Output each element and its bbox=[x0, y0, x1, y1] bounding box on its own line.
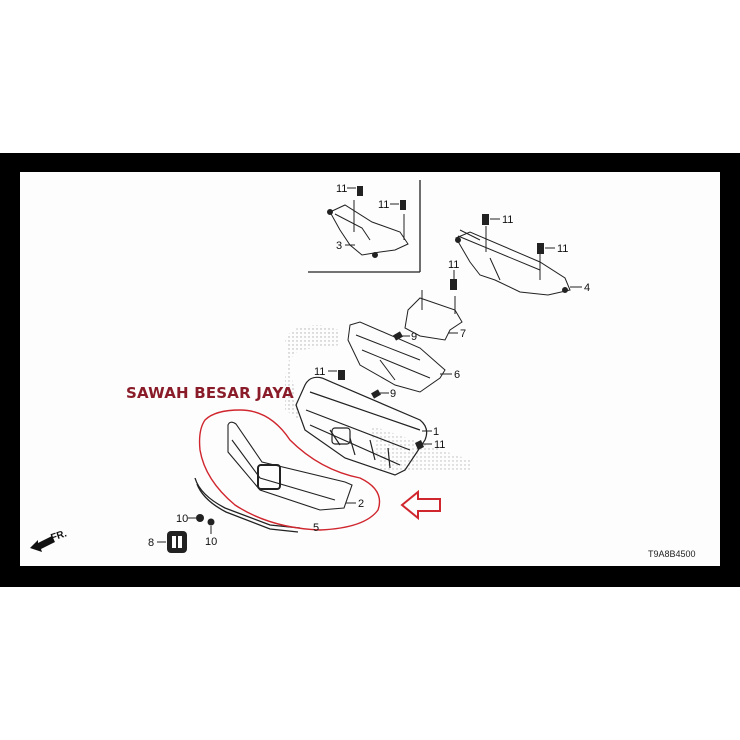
part-7-bracket bbox=[404, 290, 463, 341]
callout-11: 11 bbox=[336, 183, 347, 195]
part-8-emblem bbox=[167, 531, 187, 553]
part-2-grille-cover bbox=[227, 421, 353, 511]
callout-9: 9 bbox=[390, 388, 396, 400]
part-10-clip bbox=[196, 514, 204, 522]
watermark-text: SAWAH BESAR JAYA bbox=[126, 384, 294, 402]
arrow-left-icon bbox=[400, 489, 441, 521]
callout-10: 10 bbox=[205, 536, 217, 548]
callout-7: 7 bbox=[460, 328, 466, 340]
part-3-bracket bbox=[327, 200, 409, 258]
part-6-cover bbox=[347, 321, 446, 393]
callout-8: 8 bbox=[148, 537, 154, 549]
drawing-code: T9A8B4500 bbox=[648, 549, 696, 559]
part-10-clip bbox=[207, 518, 215, 526]
callout-3: 3 bbox=[336, 240, 342, 252]
diagram-panel bbox=[20, 172, 720, 566]
callout-1: 1 bbox=[433, 426, 439, 438]
front-label: FR. bbox=[50, 528, 69, 544]
callout-11: 11 bbox=[378, 199, 389, 211]
callout-10: 10 bbox=[176, 513, 188, 525]
callout-11: 11 bbox=[434, 439, 445, 451]
bolt-icon bbox=[357, 186, 406, 210]
part-1-grille bbox=[295, 376, 428, 476]
callout-5: 5 bbox=[313, 522, 319, 534]
callout-11: 11 bbox=[314, 366, 325, 378]
inset-box bbox=[308, 180, 421, 273]
callout-4: 4 bbox=[584, 282, 590, 294]
front-direction-icon bbox=[30, 536, 55, 552]
callout-9: 9 bbox=[411, 331, 417, 343]
callout-11: 11 bbox=[502, 214, 513, 226]
callout-11: 11 bbox=[557, 243, 568, 255]
callout-6: 6 bbox=[454, 369, 460, 381]
callout-11: 11 bbox=[448, 259, 459, 271]
part-5-molding bbox=[194, 477, 301, 533]
part-4-bracket bbox=[455, 226, 571, 296]
callout-2: 2 bbox=[358, 498, 364, 510]
highlight-circle bbox=[198, 409, 381, 531]
